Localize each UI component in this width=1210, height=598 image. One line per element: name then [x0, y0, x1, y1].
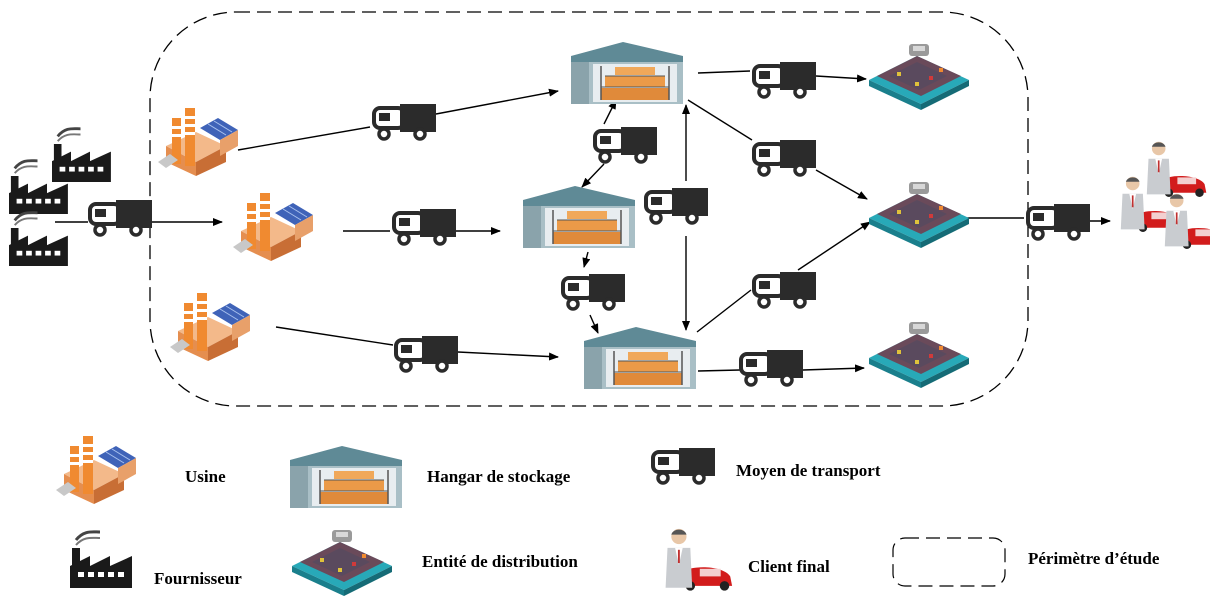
- supplier-icon: [7, 211, 70, 268]
- legend-transport-label: Moyen de transport: [736, 461, 881, 480]
- client-icon: [1163, 192, 1210, 250]
- truck-icon: [752, 60, 818, 99]
- truck-icon: [392, 207, 458, 246]
- legend-truck-icon: [651, 446, 717, 485]
- warehouse-icon: [522, 185, 636, 249]
- flow-arrows: [55, 70, 1111, 373]
- truck-icon: [752, 138, 818, 177]
- legend-warehouse-icon: [289, 445, 403, 509]
- legend-fournisseur-label: Fournisseur: [154, 569, 242, 588]
- factory-icon: [169, 292, 251, 362]
- warehouse-icon: [570, 41, 684, 105]
- legend-perimetre-label: Périmètre d’étude: [1028, 549, 1160, 568]
- legend-distribution-icon: [292, 530, 392, 596]
- legend-supplier-icon: [68, 530, 134, 590]
- warehouse-icon: [583, 326, 697, 390]
- legend-client-label: Client final: [748, 557, 830, 576]
- truck-icon: [1026, 202, 1092, 241]
- factory-icon: [157, 107, 239, 177]
- distribution-icon: [869, 44, 969, 110]
- legend-client-icon: [664, 527, 734, 592]
- truck-icon: [739, 348, 805, 387]
- legend-perimeter-icon: [892, 537, 1006, 587]
- legend-usine-label: Usine: [185, 467, 226, 486]
- truck-icon: [372, 102, 438, 141]
- truck-icon: [593, 125, 659, 164]
- distribution-icon: [869, 322, 969, 388]
- truck-icon: [88, 198, 154, 237]
- truck-icon: [644, 186, 710, 225]
- distribution-icon: [869, 182, 969, 248]
- truck-icon: [561, 272, 627, 311]
- supplier-icon: [50, 127, 113, 184]
- legend-factory-icon: [55, 435, 137, 505]
- client-icon: [1145, 140, 1208, 198]
- legend-distribution-label: Entité de distribution: [422, 552, 578, 571]
- legend-hangar-label: Hangar de stockage: [427, 467, 571, 486]
- factory-icon: [232, 192, 314, 262]
- truck-icon: [752, 270, 818, 309]
- truck-icon: [394, 334, 460, 373]
